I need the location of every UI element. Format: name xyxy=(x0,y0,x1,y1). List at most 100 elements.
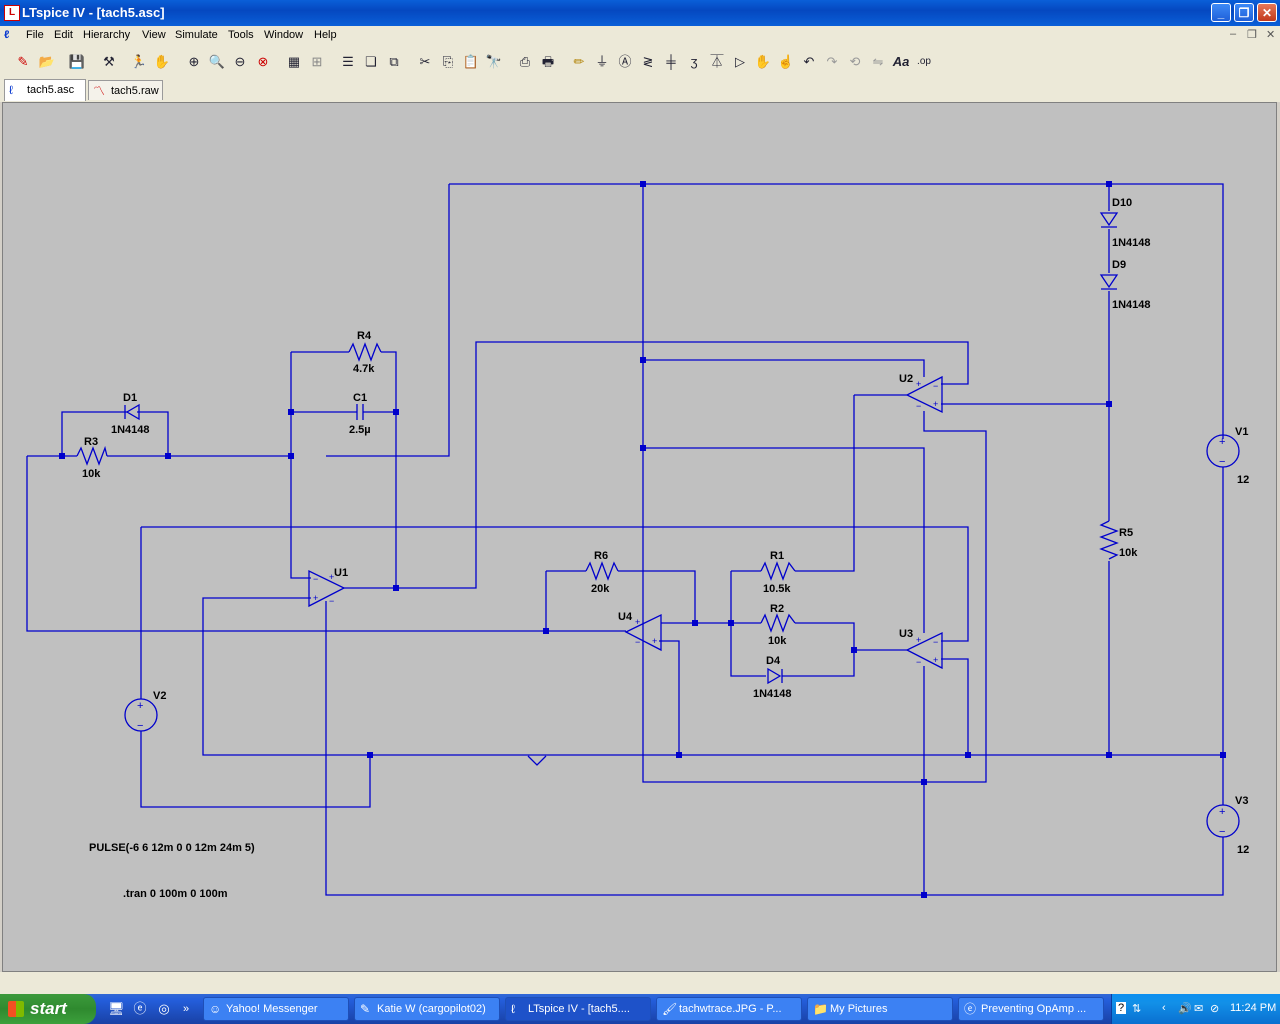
task-katie-chat[interactable]: ✎ Katie W (cargopilot02) xyxy=(354,997,500,1021)
ie-icon: ⓔ xyxy=(964,1002,977,1016)
component-icon[interactable]: ▷ xyxy=(735,54,745,69)
svg-text:−: − xyxy=(916,401,921,411)
task-label: Katie W (cargopilot02) xyxy=(377,1003,486,1015)
r4-name: R4 xyxy=(357,330,372,342)
mdi-close-icon[interactable]: ✕ xyxy=(1266,29,1276,41)
start-label: start xyxy=(30,999,67,1018)
volume-icon[interactable]: 🔊 xyxy=(1178,1003,1192,1015)
r3-name: R3 xyxy=(84,436,98,448)
open-icon[interactable]: 📂 xyxy=(38,54,56,69)
svg-text:+: + xyxy=(933,655,938,665)
resistor-icon[interactable]: ≷ xyxy=(642,54,654,69)
copy-icon[interactable]: ⎘ xyxy=(442,54,454,69)
drag-icon[interactable]: ☝ xyxy=(777,54,795,69)
task-paint[interactable]: 🖌 tachwtrace.JPG - P... xyxy=(656,997,802,1021)
minimize-button[interactable]: _ xyxy=(1211,3,1231,22)
more-quicklaunch-icon[interactable]: » xyxy=(182,1003,190,1015)
menu-view[interactable]: View xyxy=(142,29,166,41)
svg-text:+: + xyxy=(1219,806,1225,818)
zoom-in-icon[interactable]: ⊕ xyxy=(188,54,200,69)
clock[interactable]: 11:24 PM xyxy=(1230,1002,1277,1014)
inductor-icon[interactable]: ʒ xyxy=(690,54,698,69)
task-label: My Pictures xyxy=(830,1003,888,1015)
svg-text:+: + xyxy=(329,572,334,582)
v3-name: V3 xyxy=(1235,795,1248,807)
ltspice-icon: ℓ xyxy=(511,1002,515,1016)
capacitor-icon[interactable]: ╪ xyxy=(666,54,676,69)
browser-quicklaunch-icon[interactable]: ◎ xyxy=(158,1001,170,1016)
start-button[interactable]: start xyxy=(0,994,96,1024)
mdi-restore-icon[interactable]: ❐ xyxy=(1247,29,1257,41)
tray-expand-icon[interactable]: ‹ xyxy=(1162,1002,1166,1014)
system-tray: ? ⇅ ‹ 🔊 ✉ ⊘ 11:24 PM xyxy=(1111,994,1280,1024)
task-ltspice[interactable]: ℓ LTspice IV - [tach5.... xyxy=(505,997,651,1021)
tab-tach5-raw[interactable]: 〽 tach5.raw xyxy=(88,80,163,100)
label-icon[interactable]: Ⓐ xyxy=(618,54,632,69)
autorange-icon[interactable]: ▦ xyxy=(287,54,301,69)
r5-name: R5 xyxy=(1119,527,1133,539)
menu-hierarchy[interactable]: Hierarchy xyxy=(83,29,131,41)
run-icon[interactable]: 🏃 xyxy=(130,54,148,69)
yahoo-icon: ☺ xyxy=(209,1002,222,1016)
d4-value: 1N4148 xyxy=(753,688,792,700)
ie-quicklaunch-icon[interactable]: ⓔ xyxy=(133,1001,147,1016)
antivirus-icon[interactable]: ⊘ xyxy=(1210,1003,1220,1015)
text-icon[interactable]: Aa xyxy=(892,54,910,69)
d4-name: D4 xyxy=(766,655,781,667)
wire-icon[interactable]: ✏ xyxy=(573,54,585,69)
maximize-button[interactable]: ❐ xyxy=(1234,3,1254,22)
tab-tach5-asc[interactable]: ℓ tach5.asc xyxy=(4,79,86,101)
close-all-icon[interactable]: ⧉ xyxy=(389,54,399,69)
menu-tools[interactable]: Tools xyxy=(228,29,254,41)
cut-icon[interactable]: ✂ xyxy=(419,54,431,69)
new-schematic-icon[interactable]: ✎ xyxy=(17,54,29,69)
zoom-pan-icon[interactable]: 🔍 xyxy=(208,54,226,69)
pulse-directive[interactable]: PULSE(-6 6 12m 0 0 12m 24m 5) xyxy=(89,842,255,854)
find-icon[interactable]: 🔭 xyxy=(485,54,503,69)
undo-icon[interactable]: ↶ xyxy=(803,54,815,69)
help-icon[interactable]: ? xyxy=(1116,1002,1127,1014)
save-icon[interactable]: 💾 xyxy=(68,54,86,69)
mirror-icon[interactable]: ⇋ xyxy=(872,54,884,69)
desktop-icon[interactable]: 🖥 xyxy=(108,1001,125,1016)
task-ie-preventing-opamp[interactable]: ⓔ Preventing OpAmp ... xyxy=(958,997,1104,1021)
r2-name: R2 xyxy=(770,603,784,615)
menu-file[interactable]: File xyxy=(26,29,44,41)
mail-icon[interactable]: ✉ xyxy=(1194,1003,1204,1015)
tran-directive[interactable]: .tran 0 100m 0 100m xyxy=(123,888,228,900)
task-yahoo-messenger[interactable]: ☺ Yahoo! Messenger xyxy=(203,997,349,1021)
menu-window[interactable]: Window xyxy=(264,29,304,41)
schematic-canvas[interactable]: −+ +− +−+ −+ +− −+ +− +− +− +− D10 1N414… xyxy=(2,102,1277,972)
opamp-pin-marks: −+ +− +−+ −+ +− −+ +− +− +− +− xyxy=(137,379,1225,838)
network-icon[interactable]: ⇅ xyxy=(1132,1003,1142,1015)
diode-icon[interactable]: ⏄ xyxy=(710,54,724,69)
task-my-pictures[interactable]: 📁 My Pictures xyxy=(807,997,953,1021)
redo-icon[interactable]: ↷ xyxy=(826,54,838,69)
halt-icon[interactable]: ✋ xyxy=(153,54,171,69)
schematic-icon: ℓ xyxy=(9,83,13,97)
svg-text:+: + xyxy=(933,399,938,409)
print-icon[interactable]: 🖶 xyxy=(541,54,555,69)
mdi-minimize-icon[interactable]: – xyxy=(1230,28,1237,40)
r2-value: 10k xyxy=(768,635,787,647)
menu-simulate[interactable]: Simulate xyxy=(175,29,218,41)
menu-help[interactable]: Help xyxy=(314,29,337,41)
paste-icon[interactable]: 📋 xyxy=(462,54,480,69)
spice-directive-icon[interactable]: .op xyxy=(917,56,931,67)
control-panel-icon[interactable]: ⚒ xyxy=(103,54,115,69)
cascade-icon[interactable]: ❏ xyxy=(365,54,377,69)
ground-icon[interactable]: ⏚ xyxy=(595,54,609,69)
svg-text:−: − xyxy=(1219,456,1225,468)
component-symbols xyxy=(76,212,1240,838)
move-icon[interactable]: ✋ xyxy=(754,54,772,69)
zoom-fit-icon[interactable]: ⊗ xyxy=(257,54,269,69)
svg-text:+: + xyxy=(635,617,640,627)
menu-edit[interactable]: Edit xyxy=(54,29,73,41)
zoom-out-icon[interactable]: ⊖ xyxy=(234,54,246,69)
print-setup-icon[interactable]: ⎙ xyxy=(519,54,531,69)
close-button[interactable]: ✕ xyxy=(1257,3,1277,22)
rotate-icon[interactable]: ⟲ xyxy=(849,54,861,69)
mdi-document-icon[interactable]: ℓ xyxy=(4,29,10,41)
tile-horizontal-icon[interactable]: ☰ xyxy=(342,54,354,69)
grid-icon[interactable]: ⊞ xyxy=(311,54,323,69)
